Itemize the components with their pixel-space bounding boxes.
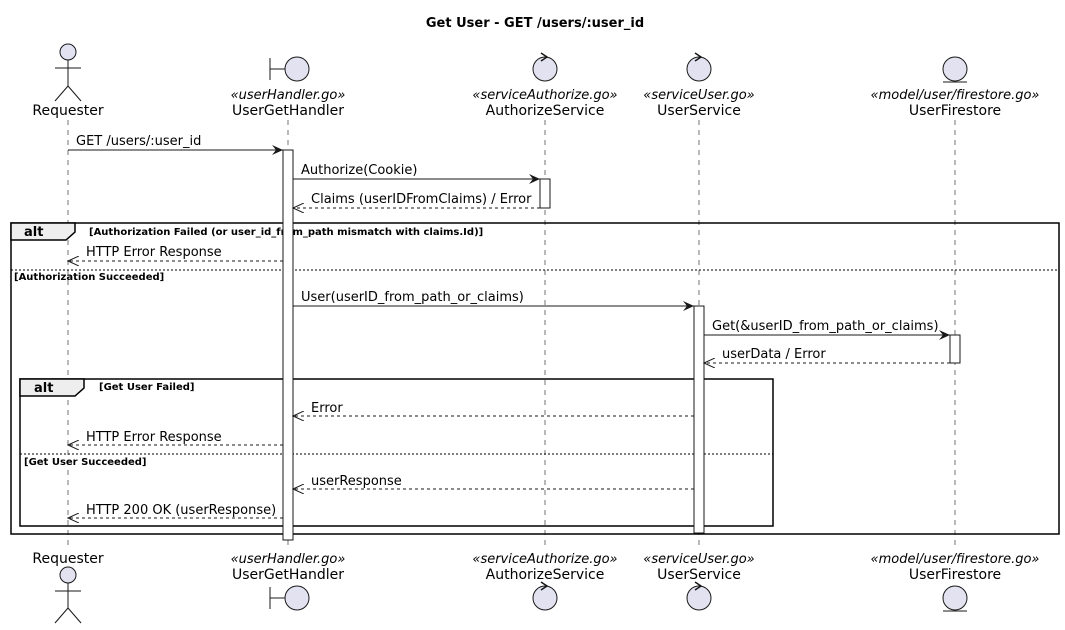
participant-name: Requester <box>32 551 103 567</box>
boundary-icon <box>269 56 310 82</box>
participant-name: AuthorizeService <box>486 567 605 583</box>
participant-name: UserService <box>657 103 741 119</box>
messages: GET /users/:user_id Authorize(Cookie) Cl… <box>68 134 950 518</box>
participant-stereotype: «serviceAuthorize.go» <box>472 88 617 103</box>
message-label: userData / Error <box>722 347 826 362</box>
participant-userfirestore-top: «model/user/firestore.go» UserFirestore <box>871 56 1040 119</box>
message-label: GET /users/:user_id <box>76 134 201 149</box>
participant-usergethandler-bottom: «userHandler.go» UserGetHandler <box>231 552 346 611</box>
activation-usergethandler <box>282 149 294 541</box>
participant-name: AuthorizeService <box>486 103 605 119</box>
entity-icon <box>942 56 968 83</box>
participant-userfirestore-bottom: «model/user/firestore.go» UserFirestore <box>871 552 1040 612</box>
participant-name: UserGetHandler <box>232 103 344 119</box>
participant-stereotype: «serviceAuthorize.go» <box>472 552 617 567</box>
control-icon <box>686 52 712 82</box>
message-label: User(userID_from_path_or_claims) <box>301 290 524 305</box>
participant-stereotype: «serviceUser.go» <box>643 552 754 567</box>
actor-icon <box>54 43 82 102</box>
participant-name: UserService <box>657 567 741 583</box>
activation-userfirestore <box>949 334 961 364</box>
message-label: Authorize(Cookie) <box>301 163 417 178</box>
participant-requester-top: Requester <box>32 43 104 119</box>
fragment-keyword: alt <box>24 225 43 240</box>
control-icon <box>532 581 558 611</box>
participant-requester-bottom: Requester <box>32 551 104 624</box>
activations <box>282 149 961 541</box>
activation-userservice <box>693 305 705 534</box>
actor-icon <box>54 566 82 624</box>
fragment-else-guard: [Get User Succeeded] <box>24 457 147 468</box>
message-label: HTTP 200 OK (userResponse) <box>86 503 276 518</box>
fragment-guard: [Get User Failed] <box>99 382 194 393</box>
message-label: HTTP Error Response <box>86 245 222 260</box>
message-label: HTTP Error Response <box>86 430 222 445</box>
participant-name: Requester <box>32 103 103 119</box>
participant-name: UserFirestore <box>909 567 1001 583</box>
participant-name: UserFirestore <box>909 103 1001 119</box>
alt-fragment-get-user: alt [Get User Failed] [Get User Succeede… <box>19 378 774 527</box>
control-icon <box>532 52 558 82</box>
participant-name: UserGetHandler <box>232 567 344 583</box>
participant-authorizeservice-bottom: «serviceAuthorize.go» AuthorizeService <box>472 552 618 611</box>
fragment-else-guard: [Authorization Succeeded] <box>14 272 164 283</box>
message-label: Claims (userIDFromClaims) / Error <box>311 192 532 207</box>
control-icon <box>686 581 712 611</box>
participant-stereotype: «serviceUser.go» <box>643 88 754 103</box>
participant-authorizeservice-top: «serviceAuthorize.go» AuthorizeService <box>472 52 618 119</box>
participant-stereotype: «model/user/firestore.go» <box>871 88 1040 103</box>
participant-userservice-bottom: «serviceUser.go» UserService <box>643 552 755 611</box>
participant-userservice-top: «serviceUser.go» UserService <box>643 52 755 119</box>
participant-stereotype: «model/user/firestore.go» <box>871 552 1040 567</box>
entity-icon <box>942 585 968 612</box>
message-label: Get(&userID_from_path_or_claims) <box>712 319 939 334</box>
boundary-icon <box>269 585 310 611</box>
diagram-title: Get User - GET /users/:user_id <box>426 16 644 31</box>
participant-stereotype: «userHandler.go» <box>231 552 346 567</box>
fragment-keyword: alt <box>34 381 53 396</box>
participant-stereotype: «userHandler.go» <box>231 88 346 103</box>
activation-authorizeservice <box>539 178 551 209</box>
message-label: Error <box>311 401 343 416</box>
message-label: userResponse <box>311 474 402 489</box>
participant-usergethandler-top: «userHandler.go» UserGetHandler <box>231 56 346 119</box>
